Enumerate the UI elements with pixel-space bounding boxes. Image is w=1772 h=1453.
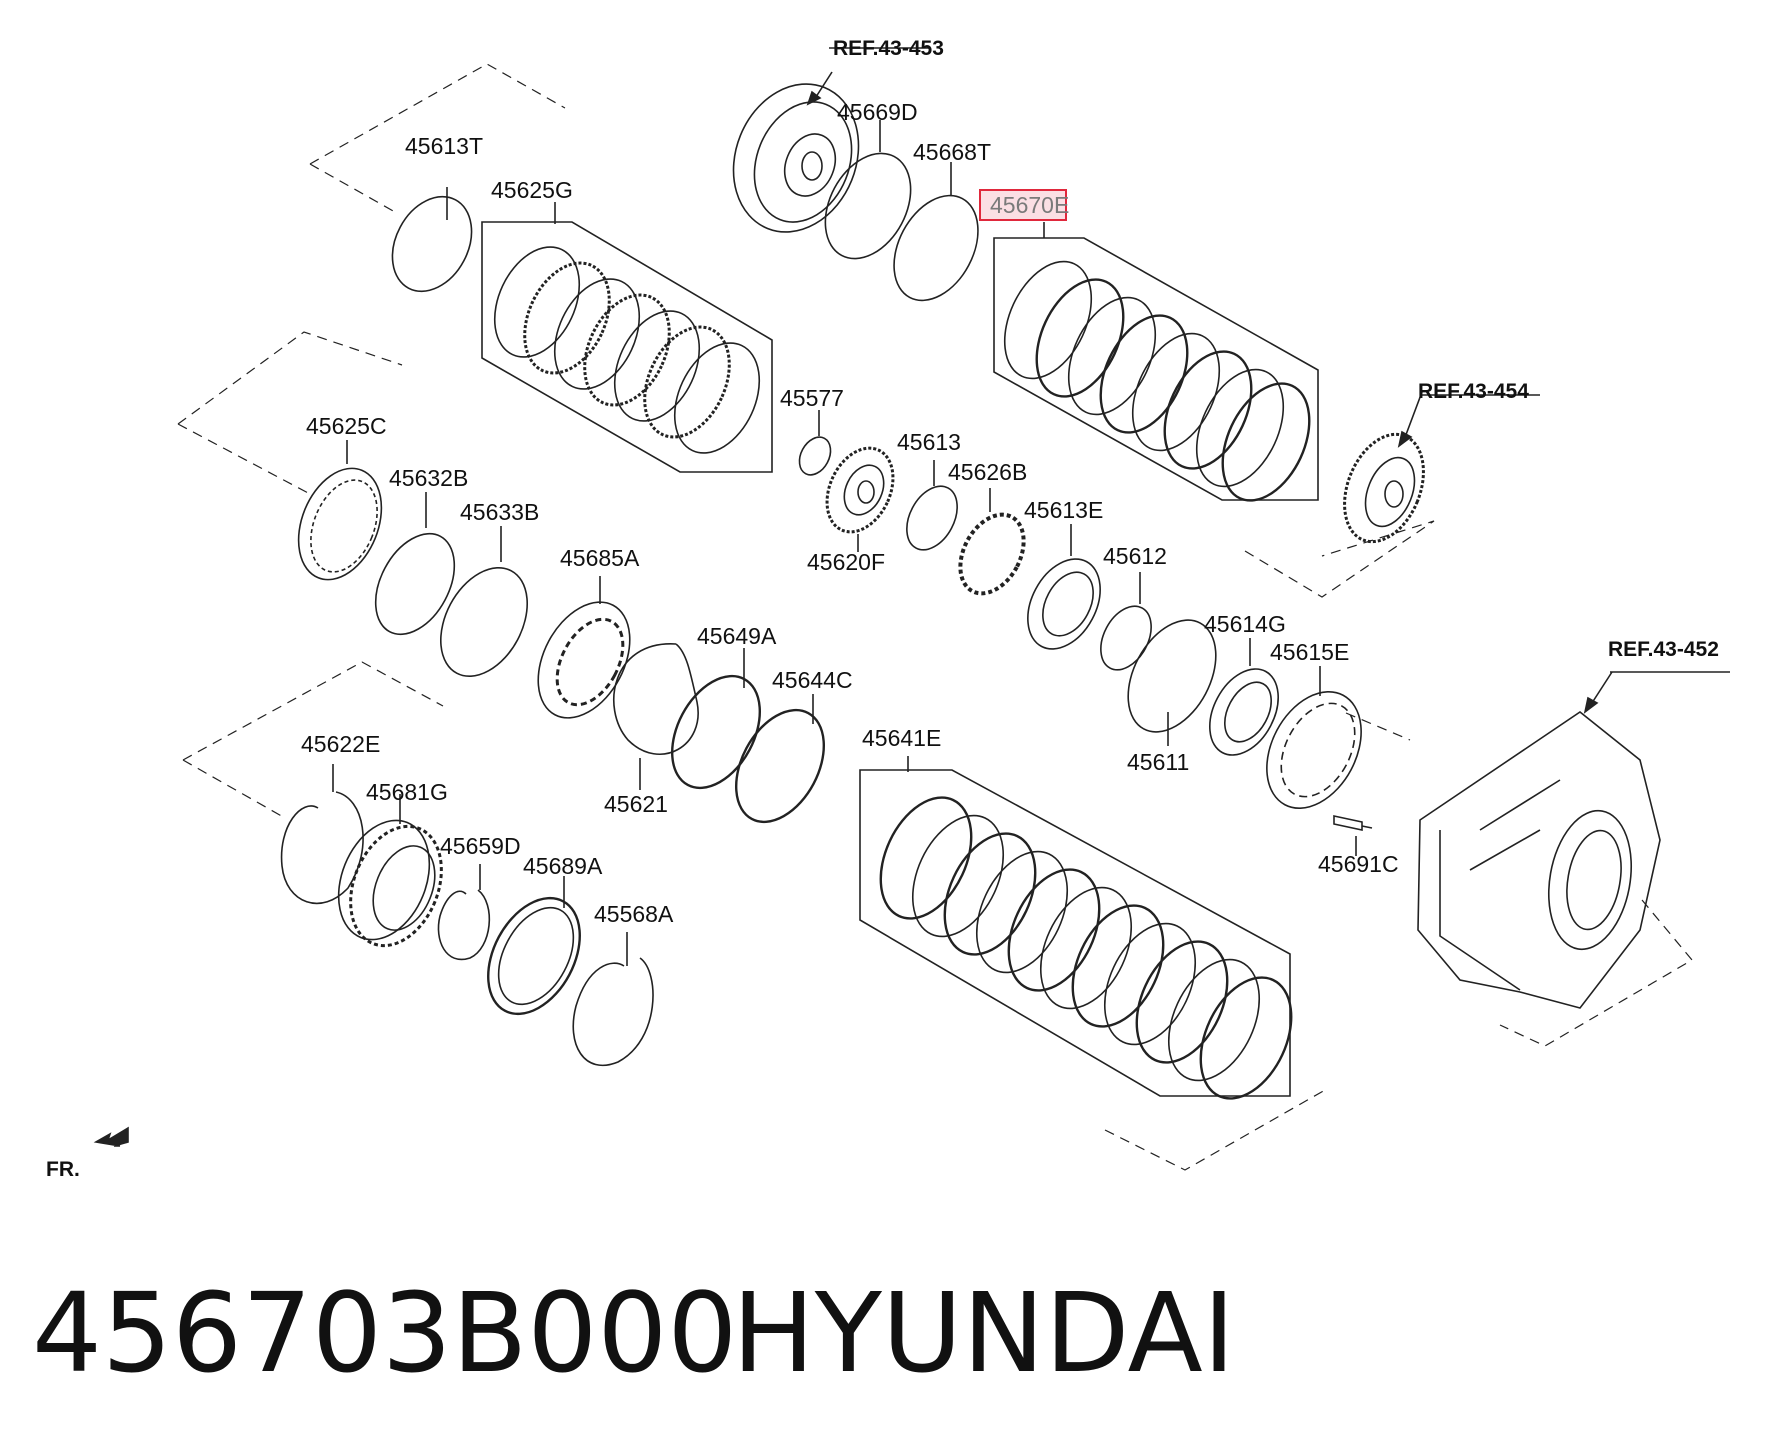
part-label-45626B: 45626B — [948, 459, 1027, 485]
ring-45633B — [439, 566, 529, 678]
part-label-45691C: 45691C — [1318, 851, 1399, 877]
group-45625G-outline — [481, 221, 773, 473]
part-label-45659D: 45659D — [440, 833, 521, 859]
parts-diagram: REF.43-453 REF.43-454 REF.43-452 45613T … — [46, 37, 1730, 1181]
footer: 456703B000 HYUNDAI — [0, 1270, 1772, 1453]
part-label-45625G: 45625G — [491, 177, 573, 203]
part-number: 456703B000 — [32, 1269, 738, 1397]
part-label-45613: 45613 — [897, 429, 961, 455]
part-label-45669D: 45669D — [837, 99, 918, 125]
part-label-45568A: 45568A — [594, 901, 674, 927]
clutch-pack-45670E — [1003, 260, 1311, 502]
ref-label-454: REF.43-454 — [1418, 380, 1529, 403]
ring-45644C — [734, 708, 826, 824]
part-label-45644C: 45644C — [772, 667, 853, 693]
part-label-45613E: 45613E — [1024, 497, 1103, 523]
snap-ring-45568A — [572, 957, 654, 1067]
ref-label-452: REF.43-452 — [1608, 638, 1719, 661]
ring-45632B — [374, 532, 456, 636]
piston-45613E — [1027, 558, 1101, 650]
snap-ring-45613T — [391, 195, 473, 293]
part-label-45622E: 45622E — [301, 731, 380, 757]
ring-45577 — [798, 436, 832, 476]
transmission-case-ref-452 — [1417, 711, 1661, 1009]
retainer-45615E — [1266, 691, 1362, 809]
part-label-45577: 45577 — [780, 385, 844, 411]
part-label-45615E: 45615E — [1270, 639, 1349, 665]
part-label-45641E: 45641E — [862, 725, 941, 751]
part-label-45681G: 45681G — [366, 779, 448, 805]
ref-label-453: REF.43-453 — [833, 37, 944, 60]
gear-ref-454 — [1343, 432, 1425, 544]
ring-45612 — [1100, 605, 1152, 671]
clutch-pack-45625G — [493, 246, 761, 454]
pump-housing-ref-453 — [732, 83, 860, 233]
group-45641E-outline — [859, 769, 1291, 1097]
part-label-45649A: 45649A — [697, 623, 777, 649]
part-label-45614G: 45614G — [1204, 611, 1286, 637]
highlight-box-45670E — [979, 189, 1067, 221]
part-label-45632B: 45632B — [389, 465, 468, 491]
part-label-45621: 45621 — [604, 791, 668, 817]
part-label-45611: 45611 — [1127, 749, 1189, 775]
ring-45649A — [670, 674, 762, 790]
bearing-45626B — [958, 512, 1026, 596]
part-label-45685A: 45685A — [560, 545, 640, 571]
gear-45620F — [825, 446, 895, 534]
ring-45668T — [893, 194, 979, 302]
front-arrow-icon — [93, 1126, 129, 1147]
front-label: FR. — [46, 1158, 80, 1181]
clutch-pack-45641E — [879, 796, 1293, 1100]
bolt-45691C — [1333, 815, 1373, 831]
snap-ring-45622E — [280, 791, 364, 905]
part-label-45612: 45612 — [1103, 543, 1167, 569]
snap-ring-45613 — [906, 485, 958, 551]
snap-ring-45659D — [437, 889, 491, 961]
part-label-45625C: 45625C — [306, 413, 387, 439]
ring-45611 — [1127, 619, 1217, 733]
part-label-45613T: 45613T — [405, 133, 483, 159]
hub-45681G — [337, 819, 443, 948]
ring-45689A — [487, 896, 581, 1016]
part-label-45633B: 45633B — [460, 499, 539, 525]
snap-ring-45621 — [613, 643, 699, 755]
group-45670E-outline — [993, 237, 1319, 501]
part-label-45689A: 45689A — [523, 853, 603, 879]
part-label-45620F: 45620F — [807, 549, 885, 575]
ring-45669D — [824, 152, 912, 260]
part-label-45668T: 45668T — [913, 139, 991, 165]
spring-plate-45685A — [537, 601, 631, 719]
brand-name: HYUNDAI — [732, 1269, 1236, 1397]
retainer-45625C — [297, 467, 383, 581]
seal-45614G — [1209, 668, 1279, 756]
dashed-frame-lines — [177, 63, 1693, 1171]
part-label-45670E: 45670E — [990, 192, 1069, 218]
